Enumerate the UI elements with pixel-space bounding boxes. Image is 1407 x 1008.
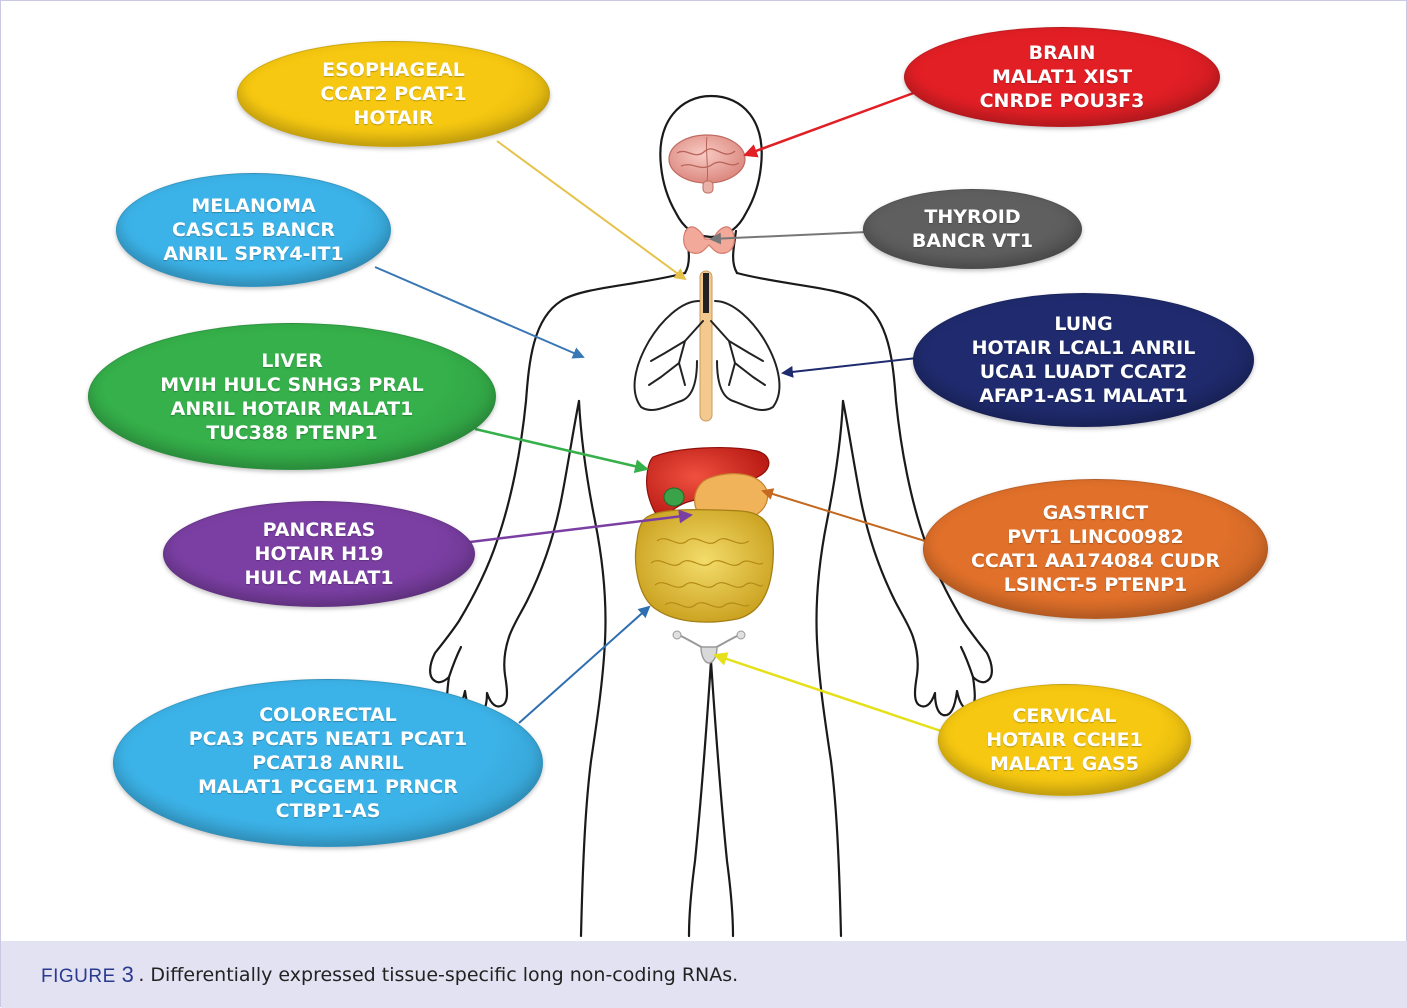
bubble-cervical-line: MALAT1 GAS5 — [990, 752, 1139, 776]
bubble-colorectal-line: PCA3 PCAT5 NEAT1 PCAT1 — [189, 727, 468, 751]
intestines-icon — [636, 510, 774, 623]
bubble-lung-title: LUNG — [1054, 312, 1112, 336]
bubble-pancreas-line: HOTAIR H19 — [255, 542, 384, 566]
bubble-brain-line: MALAT1 XIST — [992, 65, 1132, 89]
thyroid-icon — [684, 227, 735, 253]
bubble-liver-title: LIVER — [261, 349, 323, 373]
bubble-esophageal-line: CCAT2 PCAT-1 — [320, 82, 466, 106]
bubble-pancreas: PANCREAS HOTAIR H19 HULC MALAT1 — [163, 501, 475, 607]
bubble-colorectal-line: MALAT1 PCGEM1 PRNCR — [198, 775, 458, 799]
bubble-cervical: CERVICAL HOTAIR CCHE1 MALAT1 GAS5 — [938, 684, 1191, 796]
bubble-cervical-title: CERVICAL — [1012, 704, 1116, 728]
bubble-colorectal: COLORECTAL PCA3 PCAT5 NEAT1 PCAT1 PCAT18… — [113, 679, 543, 847]
bubble-liver: LIVER MVIH HULC SNHG3 PRAL ANRIL HOTAIR … — [88, 323, 496, 470]
arrow-colorectal — [519, 607, 649, 723]
bubble-melanoma-line: ANRIL SPRY4-IT1 — [163, 242, 343, 266]
bubble-brain-title: BRAIN — [1029, 41, 1096, 65]
gallbladder-icon — [664, 488, 684, 506]
bubble-lung-line: UCA1 LUADT CCAT2 — [980, 360, 1188, 384]
arrow-gastrict — [763, 491, 925, 541]
figure-label-number: 3 — [122, 962, 135, 987]
bubble-gastrict-title: GASTRICT — [1043, 501, 1149, 525]
arrow-lung — [783, 358, 917, 373]
figure-caption-text: . Differentially expressed tissue-specif… — [138, 964, 738, 986]
bubble-brain-line: CNRDE POU3F3 — [980, 89, 1145, 113]
bubble-brain: BRAIN MALAT1 XIST CNRDE POU3F3 — [904, 27, 1220, 127]
arrow-cervical — [715, 655, 941, 731]
arrow-brain — [745, 91, 919, 155]
bubble-lung-line: AFAP1-AS1 MALAT1 — [979, 384, 1188, 408]
bubble-liver-line: MVIH HULC SNHG3 PRAL — [160, 373, 423, 397]
bubble-liver-line: ANRIL HOTAIR MALAT1 — [171, 397, 414, 421]
bubble-thyroid: THYROID BANCR VT1 — [863, 189, 1082, 269]
bubble-colorectal-line: PCAT18 ANRIL — [252, 751, 404, 775]
bubble-esophageal-title: ESOPHAGEAL — [322, 58, 465, 82]
bubble-pancreas-line: HULC MALAT1 — [244, 566, 393, 590]
figure-label: FIGURE 3 — [41, 962, 134, 988]
brain-icon — [669, 135, 745, 193]
bubble-gastrict: GASTRICT PVT1 LINC00982 CCAT1 AA174084 C… — [923, 479, 1268, 619]
figure-label-word: FIGURE — [41, 966, 116, 987]
bubble-gastrict-line: LSINCT-5 PTENP1 — [1004, 573, 1188, 597]
bubble-colorectal-title: COLORECTAL — [259, 703, 397, 727]
bubble-esophageal: ESOPHAGEAL CCAT2 PCAT-1 HOTAIR — [237, 41, 550, 147]
uterus-icon — [673, 631, 745, 663]
bubble-liver-line: TUC388 PTENP1 — [206, 421, 378, 445]
bubble-esophageal-line: HOTAIR — [354, 106, 434, 130]
arrow-esophageal — [497, 141, 685, 279]
bubble-lung: LUNG HOTAIR LCAL1 ANRIL UCA1 LUADT CCAT2… — [913, 293, 1254, 427]
bubble-melanoma-title: MELANOMA — [191, 194, 315, 218]
bubble-pancreas-title: PANCREAS — [263, 518, 376, 542]
bubble-gastrict-line: CCAT1 AA174084 CUDR — [971, 549, 1220, 573]
bubble-gastrict-line: PVT1 LINC00982 — [1007, 525, 1184, 549]
figure-caption: FIGURE 3 . Differentially expressed tiss… — [1, 941, 1407, 1008]
arrow-liver — [475, 429, 647, 469]
bubble-colorectal-line: CTBP1-AS — [276, 799, 381, 823]
bubble-lung-line: HOTAIR LCAL1 ANRIL — [972, 336, 1196, 360]
bubble-thyroid-line: BANCR VT1 — [912, 229, 1033, 253]
bubble-thyroid-title: THYROID — [924, 205, 1020, 229]
bubble-cervical-line: HOTAIR CCHE1 — [986, 728, 1143, 752]
esophagus — [700, 271, 712, 421]
bubble-melanoma-line: CASC15 BANCR — [172, 218, 335, 242]
bubble-melanoma: MELANOMA CASC15 BANCR ANRIL SPRY4-IT1 — [116, 173, 391, 287]
